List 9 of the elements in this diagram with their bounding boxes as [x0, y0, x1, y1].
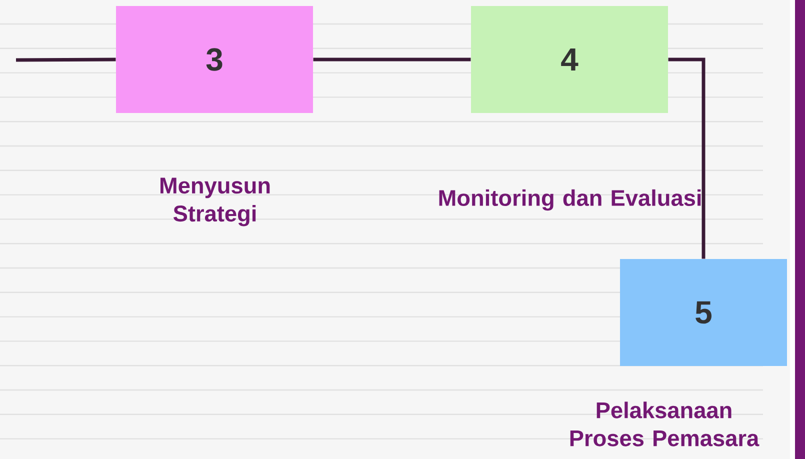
connector-line — [313, 58, 471, 62]
number-box: 3 — [116, 6, 313, 113]
node-caption: Pelaksanaan Proses Pemasara — [570, 402, 760, 446]
connector-line — [668, 58, 706, 259]
number-box: 4 — [471, 6, 668, 113]
number-box: 5 — [620, 259, 787, 366]
node-caption: Monitoring dan Evaluasi — [439, 189, 701, 211]
node-caption: Menyusun Strategi — [160, 178, 270, 226]
connector-line — [16, 58, 116, 62]
